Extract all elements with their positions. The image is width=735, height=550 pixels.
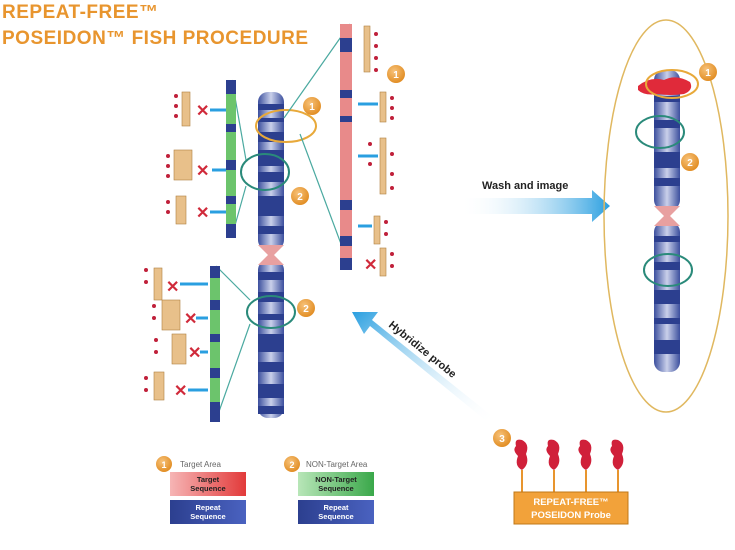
wash-label: Wash and image — [482, 180, 568, 192]
legend-repeat-sequence-l1: Repeat — [323, 503, 349, 512]
result-outline-ellipse — [603, 19, 729, 413]
badge-number: 2 — [687, 158, 693, 169]
svg-text:✕: ✕ — [364, 257, 377, 274]
hybridize-label: Hybridize probe — [386, 319, 458, 381]
svg-text:✕: ✕ — [196, 205, 209, 222]
legend-repeat-sequence-l2: Sequence — [318, 512, 353, 521]
legend-target-sequence-l1: Target — [197, 475, 220, 484]
target-highlight-ellipse — [255, 109, 317, 143]
target-strand — [340, 24, 352, 270]
svg-text:✕: ✕ — [174, 383, 187, 400]
legend-non-target-area: 2 NON-Target Area NON-Target Sequence Re… — [284, 456, 374, 524]
badge-number: 1 — [309, 102, 315, 113]
legend-repeat-sequence-l1: Repeat — [195, 503, 221, 512]
non-target-strand-lower — [210, 266, 220, 422]
svg-text:✕: ✕ — [188, 345, 201, 362]
red-fish-signal — [638, 77, 692, 95]
badge-number: 3 — [499, 434, 505, 445]
legend-target-area: 1 Target Area Target Sequence Repeat Seq… — [156, 456, 246, 524]
badge-target-center: 1 — [303, 97, 321, 115]
result-chromosome — [654, 70, 680, 372]
badge-non-target-lower: 2 — [297, 299, 315, 317]
title-line-2: POSEIDON™ FISH PROCEDURE — [2, 28, 309, 49]
badge-result-non-target: 2 — [681, 153, 699, 171]
legend-non-target-sequence-l2: Sequence — [318, 484, 353, 493]
badge-number: 2 — [303, 304, 309, 315]
non-target-strand-upper — [226, 80, 236, 238]
poseidon-probe: 3 REPEAT-FREE™ POSEIDON Probe — [493, 429, 629, 525]
badge-non-target-center: 2 — [291, 187, 309, 205]
badge-number: 2 — [289, 460, 294, 470]
non-target-highlight-ellipse-lower — [246, 295, 296, 329]
legend-non-target-sequence-l1: NON-Target — [315, 475, 357, 484]
title-line-1: REPEAT-FREE™ — [2, 2, 159, 23]
legend-repeat-sequence-l2: Sequence — [190, 512, 225, 521]
svg-text:✕: ✕ — [196, 163, 209, 180]
badge-number: 1 — [393, 70, 399, 81]
badge-number: 1 — [705, 68, 711, 79]
legend-non-target-area-label: NON-Target Area — [306, 460, 368, 469]
svg-text:✕: ✕ — [166, 279, 179, 296]
badge-result-target: 1 — [699, 63, 717, 81]
badge-number: 2 — [297, 192, 303, 203]
non-target-highlight-ellipse — [240, 153, 290, 191]
result-non-target-ellipse-lower — [643, 253, 693, 287]
probe-groups-target-strand: ✕ — [358, 25, 394, 277]
probe-label-line-2: POSEIDON Probe — [531, 510, 611, 521]
probe-groups-upper-left: ✕ ✕ ✕ — [166, 91, 226, 225]
legend-target-sequence-l2: Sequence — [190, 484, 225, 493]
probe-label-line-1: REPEAT-FREE™ — [533, 497, 608, 508]
hybridize-probe-arrow: Hybridize probe — [352, 312, 492, 424]
wash-and-image-arrow: Wash and image — [460, 180, 610, 222]
result-target-ellipse — [645, 69, 699, 99]
svg-text:✕: ✕ — [196, 103, 209, 120]
badge-target-strand: 1 — [387, 65, 405, 83]
result-non-target-ellipse — [635, 115, 685, 149]
badge-number: 1 — [161, 460, 166, 470]
legend-target-area-label: Target Area — [180, 460, 221, 469]
svg-text:✕: ✕ — [184, 311, 197, 328]
probe-groups-lower-left: ✕ ✕ ✕ ✕ — [144, 267, 208, 401]
